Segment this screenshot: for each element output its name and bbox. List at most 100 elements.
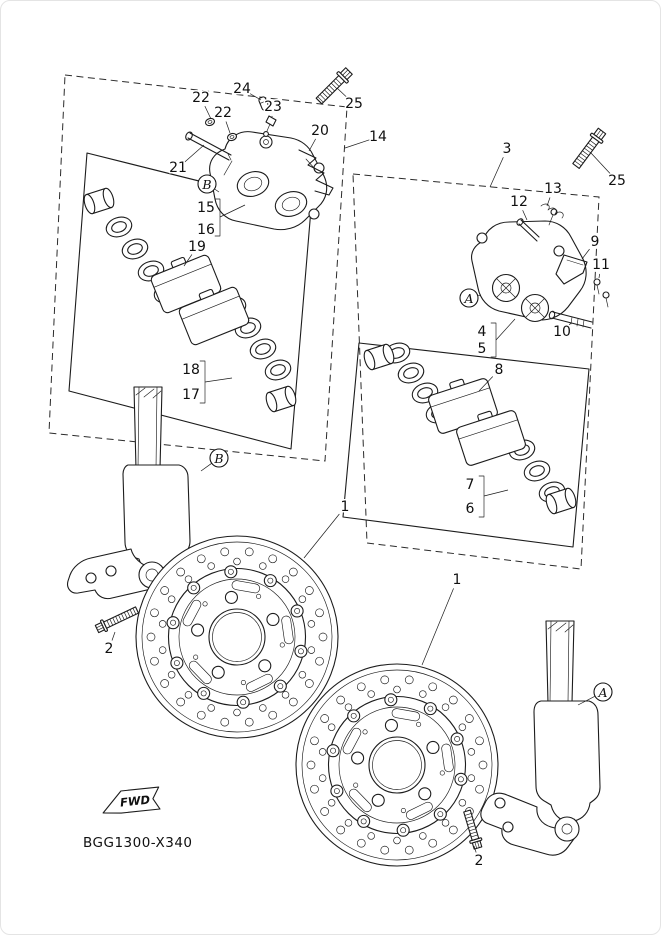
disc-float-button	[357, 814, 371, 828]
disc-float-button-pin	[330, 747, 337, 754]
disc-hole	[318, 748, 327, 756]
disc-mount-hole	[371, 793, 385, 807]
disc-hole	[207, 562, 215, 570]
disc-hole	[336, 695, 346, 705]
disc-hole	[176, 567, 186, 577]
callout-4: 4	[478, 324, 487, 340]
disc-hole	[327, 723, 336, 731]
bolt-thread	[333, 80, 340, 87]
disc-float-button	[166, 616, 180, 630]
disc-pin-hole	[362, 729, 368, 735]
callout-6: 6	[466, 501, 475, 517]
disc-hole	[448, 825, 458, 835]
piston-bore	[236, 171, 270, 197]
leader-line	[581, 248, 590, 260]
disc-hole	[150, 656, 159, 666]
disc-float-button	[187, 581, 201, 595]
disc-hole	[380, 845, 390, 855]
disc-mount-hole	[384, 718, 398, 732]
bolt-thread	[121, 613, 125, 621]
disc-carrier-edge	[167, 567, 307, 707]
bolt-thread	[129, 609, 134, 617]
disc-hole	[315, 656, 324, 666]
bolt-thread	[132, 607, 137, 615]
disc-hole	[307, 620, 316, 628]
disc-hole	[467, 748, 476, 756]
disc-mount-hole	[258, 659, 272, 673]
piston-seal-ring	[397, 362, 425, 384]
leader-line	[522, 210, 528, 221]
brake-pad	[456, 410, 526, 466]
disc-float-button-pin	[454, 736, 461, 742]
pad-spring-20	[298, 149, 334, 196]
pad-pin-21	[185, 131, 232, 161]
disc-hole	[318, 774, 327, 782]
flange-bolt	[572, 127, 607, 169]
piston-seal-ring	[121, 238, 149, 260]
brake-discs	[135, 535, 499, 867]
disc-hole	[393, 836, 401, 845]
bolt-thread	[580, 152, 588, 159]
piston-bore	[274, 191, 308, 217]
leader-line	[219, 204, 246, 218]
leader-line	[183, 254, 193, 267]
leader-line	[546, 197, 551, 207]
pad-plate	[178, 286, 250, 346]
disc-hole	[478, 760, 488, 770]
caliper-b-kit-box	[48, 74, 348, 462]
left-fork-leg	[67, 386, 191, 600]
disc-hole	[419, 832, 427, 840]
break-hatch	[547, 621, 574, 633]
disc-hole	[184, 575, 193, 583]
bolt-thread	[467, 822, 475, 825]
disc-hole	[448, 695, 458, 705]
disc-hole	[150, 608, 159, 618]
callout-brackets	[199, 198, 516, 518]
disc-float-button-pin	[457, 776, 464, 783]
disc-float-button	[224, 565, 238, 579]
callout-7: 7	[466, 477, 475, 493]
disc-hole	[244, 717, 254, 727]
disc-carrier-line	[178, 578, 296, 696]
disc-hole	[475, 784, 484, 794]
bolt-thread	[468, 828, 477, 832]
bolt-shaft	[572, 136, 600, 169]
disc-pin-hole	[256, 593, 262, 599]
leader-line	[344, 139, 370, 149]
disc-hole	[356, 682, 366, 692]
piston-seal-ring	[264, 359, 292, 381]
bolt-thread	[468, 825, 476, 829]
bolt-shaft	[103, 606, 140, 629]
leader-line	[473, 845, 477, 853]
disc-center-hole	[208, 608, 266, 666]
leader-line	[225, 121, 231, 134]
bolt-thread	[109, 618, 114, 626]
bolt-thread	[589, 140, 597, 146]
disc-float-button-pin	[297, 648, 304, 655]
disc-hole	[268, 710, 278, 720]
ref-circle	[197, 174, 217, 194]
disc-hole	[298, 671, 307, 679]
disc-hole	[298, 595, 307, 603]
callout-25: 25	[345, 96, 363, 112]
caliper-mount-hole	[502, 821, 514, 833]
disc-hole	[160, 586, 169, 595]
bolt-thread	[335, 78, 342, 85]
fwd-label: FWD	[119, 792, 151, 809]
disc-float-button-pin	[437, 811, 444, 818]
callout-12: 12	[510, 194, 528, 210]
callout-2: 2	[105, 641, 114, 657]
ref-circle	[459, 288, 479, 308]
leader-line	[598, 273, 600, 279]
ref-letter-A: A	[463, 291, 473, 306]
disc-outer-edge	[295, 663, 499, 867]
disc-slot	[281, 615, 294, 645]
disc-carrier-line	[338, 706, 456, 824]
boot-bushing	[265, 385, 297, 413]
boot-bushing	[363, 343, 395, 371]
disc-float-button-pin	[267, 577, 274, 584]
bracket-18-17	[199, 360, 206, 404]
disc-float-button-pin	[240, 699, 247, 706]
